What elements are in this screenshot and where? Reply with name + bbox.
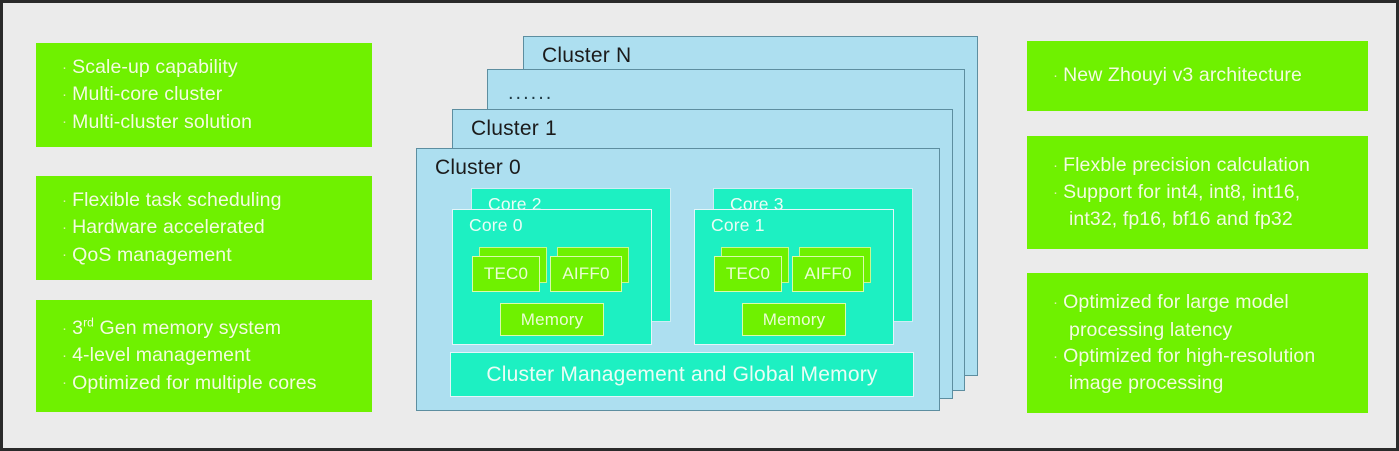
bullet-icon: ·: [1053, 183, 1059, 201]
feature-line: ·Optimized for large model: [1053, 289, 1346, 316]
tec-chip-a: TEC0: [472, 256, 540, 292]
aiff-chip-a: AIFF0: [550, 256, 622, 292]
feature-card-precision: ·Flexble precision calculation ·Support …: [1027, 136, 1368, 249]
feature-line: ·Optimized for high-resolution: [1053, 343, 1346, 370]
feature-line: int32, fp16, bf16 and fp32: [1053, 206, 1346, 233]
feature-line: ·Hardware accelerated: [62, 214, 350, 241]
feature-text: New Zhouyi v3 architecture: [1063, 64, 1302, 87]
feature-line: ·Flexible task scheduling: [62, 187, 350, 214]
bullet-icon: ·: [62, 319, 68, 337]
feature-line: ·Multi-cluster solution: [62, 109, 350, 136]
ellipsis-icon: ......: [508, 82, 554, 104]
feature-line: image processing: [1053, 370, 1346, 397]
feature-text: Support for int4, int8, int16,: [1063, 181, 1301, 204]
feature-card-scale-up: ·Scale-up capability ·Multi-core cluster…: [36, 43, 372, 147]
core-panel-front-b: Core 1 TEC0 AIFF0 Memory: [694, 209, 894, 345]
cluster-label-0: Cluster 0: [435, 156, 521, 179]
bullet-icon: ·: [1053, 67, 1059, 85]
feature-line: ·Optimized for multiple cores: [62, 370, 350, 397]
feature-line: ·Support for int4, int8, int16,: [1053, 179, 1346, 206]
feature-text: Multi-cluster solution: [72, 110, 253, 133]
feature-text: Scale-up capability: [72, 56, 238, 79]
feature-text: Multi-core cluster: [72, 83, 223, 106]
tec-label: TEC0: [483, 264, 529, 283]
feature-line: ·New Zhouyi v3 architecture: [1053, 62, 1346, 89]
feature-text-ordinal: 3: [72, 317, 84, 340]
cluster-label-n: Cluster N: [542, 44, 632, 67]
tec-chip-b: TEC0: [714, 256, 782, 292]
aiff-label: AIFF0: [804, 264, 852, 283]
aiff-label: AIFF0: [562, 264, 610, 283]
feature-card-task-scheduling: ·Flexible task scheduling ·Hardware acce…: [36, 176, 372, 280]
bullet-icon: ·: [62, 58, 68, 76]
bullet-icon: ·: [62, 219, 68, 237]
feature-card-optimization: ·Optimized for large model processing la…: [1027, 273, 1368, 413]
bullet-icon: ·: [1053, 347, 1059, 365]
feature-line: processing latency: [1053, 317, 1346, 344]
core-label-0: Core 0: [469, 215, 523, 235]
cluster-label-1: Cluster 1: [471, 117, 557, 140]
feature-text: Flexble precision calculation: [1063, 154, 1310, 177]
bullet-icon: ·: [62, 113, 68, 131]
memory-chip-b: Memory: [742, 303, 846, 336]
feature-text-ordinal-suffix: rd: [83, 315, 95, 330]
feature-text: Gen memory system: [94, 317, 282, 340]
cluster-management-bar: Cluster Management and Global Memory: [450, 352, 914, 397]
feature-text: Hardware accelerated: [72, 216, 265, 239]
cluster-management-label: Cluster Management and Global Memory: [486, 362, 878, 386]
feature-card-memory-system: ·3rd Gen memory system ·4-level manageme…: [36, 300, 372, 412]
feature-text-continuation: processing latency: [1069, 318, 1233, 341]
feature-text: 4-level management: [72, 344, 251, 367]
feature-text: Optimized for multiple cores: [72, 371, 317, 394]
core-panel-front-a: Core 0 TEC0 AIFF0 Memory: [452, 209, 652, 345]
feature-card-architecture: ·New Zhouyi v3 architecture: [1027, 41, 1368, 111]
feature-text: Flexible task scheduling: [72, 189, 282, 212]
bullet-icon: ·: [62, 191, 68, 209]
feature-text-continuation: int32, fp16, bf16 and fp32: [1069, 208, 1293, 231]
bullet-icon: ·: [1053, 156, 1059, 174]
memory-chip-a: Memory: [500, 303, 604, 336]
cluster-panel-0: Cluster 0 Core 2 Core 0 TEC0 AIFF0 Memor…: [416, 148, 940, 411]
feature-text: Optimized for large model: [1063, 291, 1289, 314]
feature-line: ·Scale-up capability: [62, 54, 350, 81]
tec-label: TEC0: [725, 264, 771, 283]
memory-label: Memory: [762, 309, 826, 329]
bullet-icon: ·: [62, 374, 68, 392]
feature-line: ·QoS management: [62, 242, 350, 269]
aiff-chip-b: AIFF0: [792, 256, 864, 292]
feature-line: ·4-level management: [62, 342, 350, 369]
feature-text: Optimized for high-resolution: [1063, 345, 1316, 367]
core-label-1: Core 1: [711, 215, 765, 235]
bullet-icon: ·: [1053, 294, 1059, 311]
bullet-icon: ·: [62, 246, 68, 264]
bullet-icon: ·: [62, 86, 68, 104]
feature-line: ·Flexble precision calculation: [1053, 152, 1346, 179]
feature-text-continuation: image processing: [1069, 372, 1224, 395]
bullet-icon: ·: [62, 347, 68, 365]
feature-line: ·Multi-core cluster: [62, 81, 350, 108]
memory-label: Memory: [520, 309, 584, 329]
feature-text: QoS management: [72, 243, 232, 266]
feature-line: ·3rd Gen memory system: [62, 315, 350, 342]
